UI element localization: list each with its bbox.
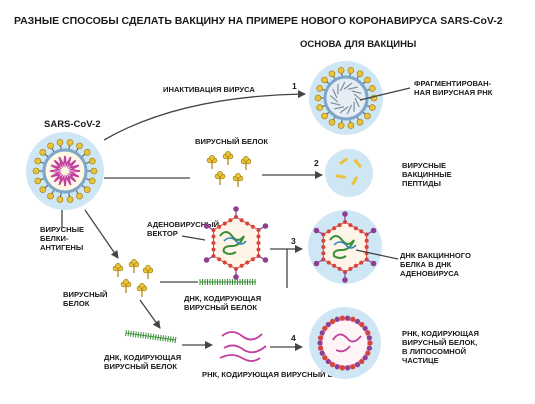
route-1-result-label: ФРАГМЕНТИРОВАН- НАЯ ВИРУСНАЯ РНК (414, 79, 493, 97)
route-3-join (270, 248, 288, 288)
route-1-step-label: ИНАКТИВАЦИЯ ВИРУСА (163, 85, 255, 94)
antigen-label: ВИРУСНЫЕ БЕЛКИ- АНТИГЕНЫ (40, 225, 86, 252)
diagram-title: РАЗНЫЕ СПОСОБЫ СДЕЛАТЬ ВАКЦИНУ НА ПРИМЕР… (14, 15, 503, 27)
capsid-fibers-2 (313, 211, 377, 283)
column-header: ОСНОВА ДЛЯ ВАКЦИНЫ (300, 39, 416, 50)
route-3-number: 3 (291, 236, 296, 246)
route-3-step-label: АДЕНОВИРУСНЫЙ ВЕКТОР (147, 220, 221, 238)
route-4-step-label: РНК, КОДИРУЮЩАЯ ВИРУСНЫЙ БЕЛОК (202, 370, 354, 379)
source-virus-rna-star (49, 155, 81, 187)
adenovirus-vector (203, 206, 269, 280)
route-4-number: 4 (291, 333, 296, 343)
vector-pointer (181, 235, 206, 241)
rna-strands (219, 331, 267, 362)
intermediate-protein-label: ВИРУСНЫЙ БЕЛОК (63, 290, 110, 308)
to-protein-arrow (84, 209, 119, 259)
route-4-result-label: РНК, КОДИРУЮЩАЯ ВИРУСНЫЙ БЕЛОК, В ЛИПОСО… (402, 329, 481, 365)
route-2-number: 2 (314, 158, 319, 168)
liposome-particle (309, 307, 381, 379)
capsid-dots-2 (321, 220, 369, 274)
to-dna-bottom-arrow (139, 299, 161, 329)
route-3-result-pointer (355, 249, 399, 260)
dna-coding-label-top: ДНК, КОДИРУЮЩАЯ ВИРУСНЫЙ БЕЛОК (184, 294, 263, 312)
route-1-arrow (103, 90, 306, 141)
intermediate-protein-cluster (112, 258, 154, 298)
source-virus (26, 132, 104, 210)
adenovirus-dna-particle (308, 210, 382, 284)
route-1-result-pointer (359, 87, 411, 101)
route-3-result-label: ДНК ВАКЦИННОГО БЕЛКА В ДНК АДЕНОВИРУСА (400, 251, 473, 278)
dna-strand-top (199, 279, 256, 285)
route-2-result-label: ВИРУСНЫЕ ВАКЦИННЫЕ ПЕПТИДЫ (402, 161, 454, 188)
fragmented-rna (329, 81, 363, 115)
route-2-step-label: ВИРУСНЫЙ БЕЛОК (195, 137, 268, 146)
capsid-fibers (203, 206, 269, 280)
source-virus-label: SARS-CoV-2 (44, 119, 100, 130)
route-2-protein-cluster (206, 150, 252, 188)
dna-coding-label-bottom: ДНК, КОДИРУЮЩАЯ ВИРУСНЫЙ БЕЛОК (104, 353, 183, 371)
route-1-number: 1 (292, 81, 297, 91)
inactivated-virus (309, 61, 383, 135)
liposome-membrane (317, 315, 373, 371)
dna-strand-bottom (125, 329, 177, 343)
peptides-particle (325, 149, 373, 197)
